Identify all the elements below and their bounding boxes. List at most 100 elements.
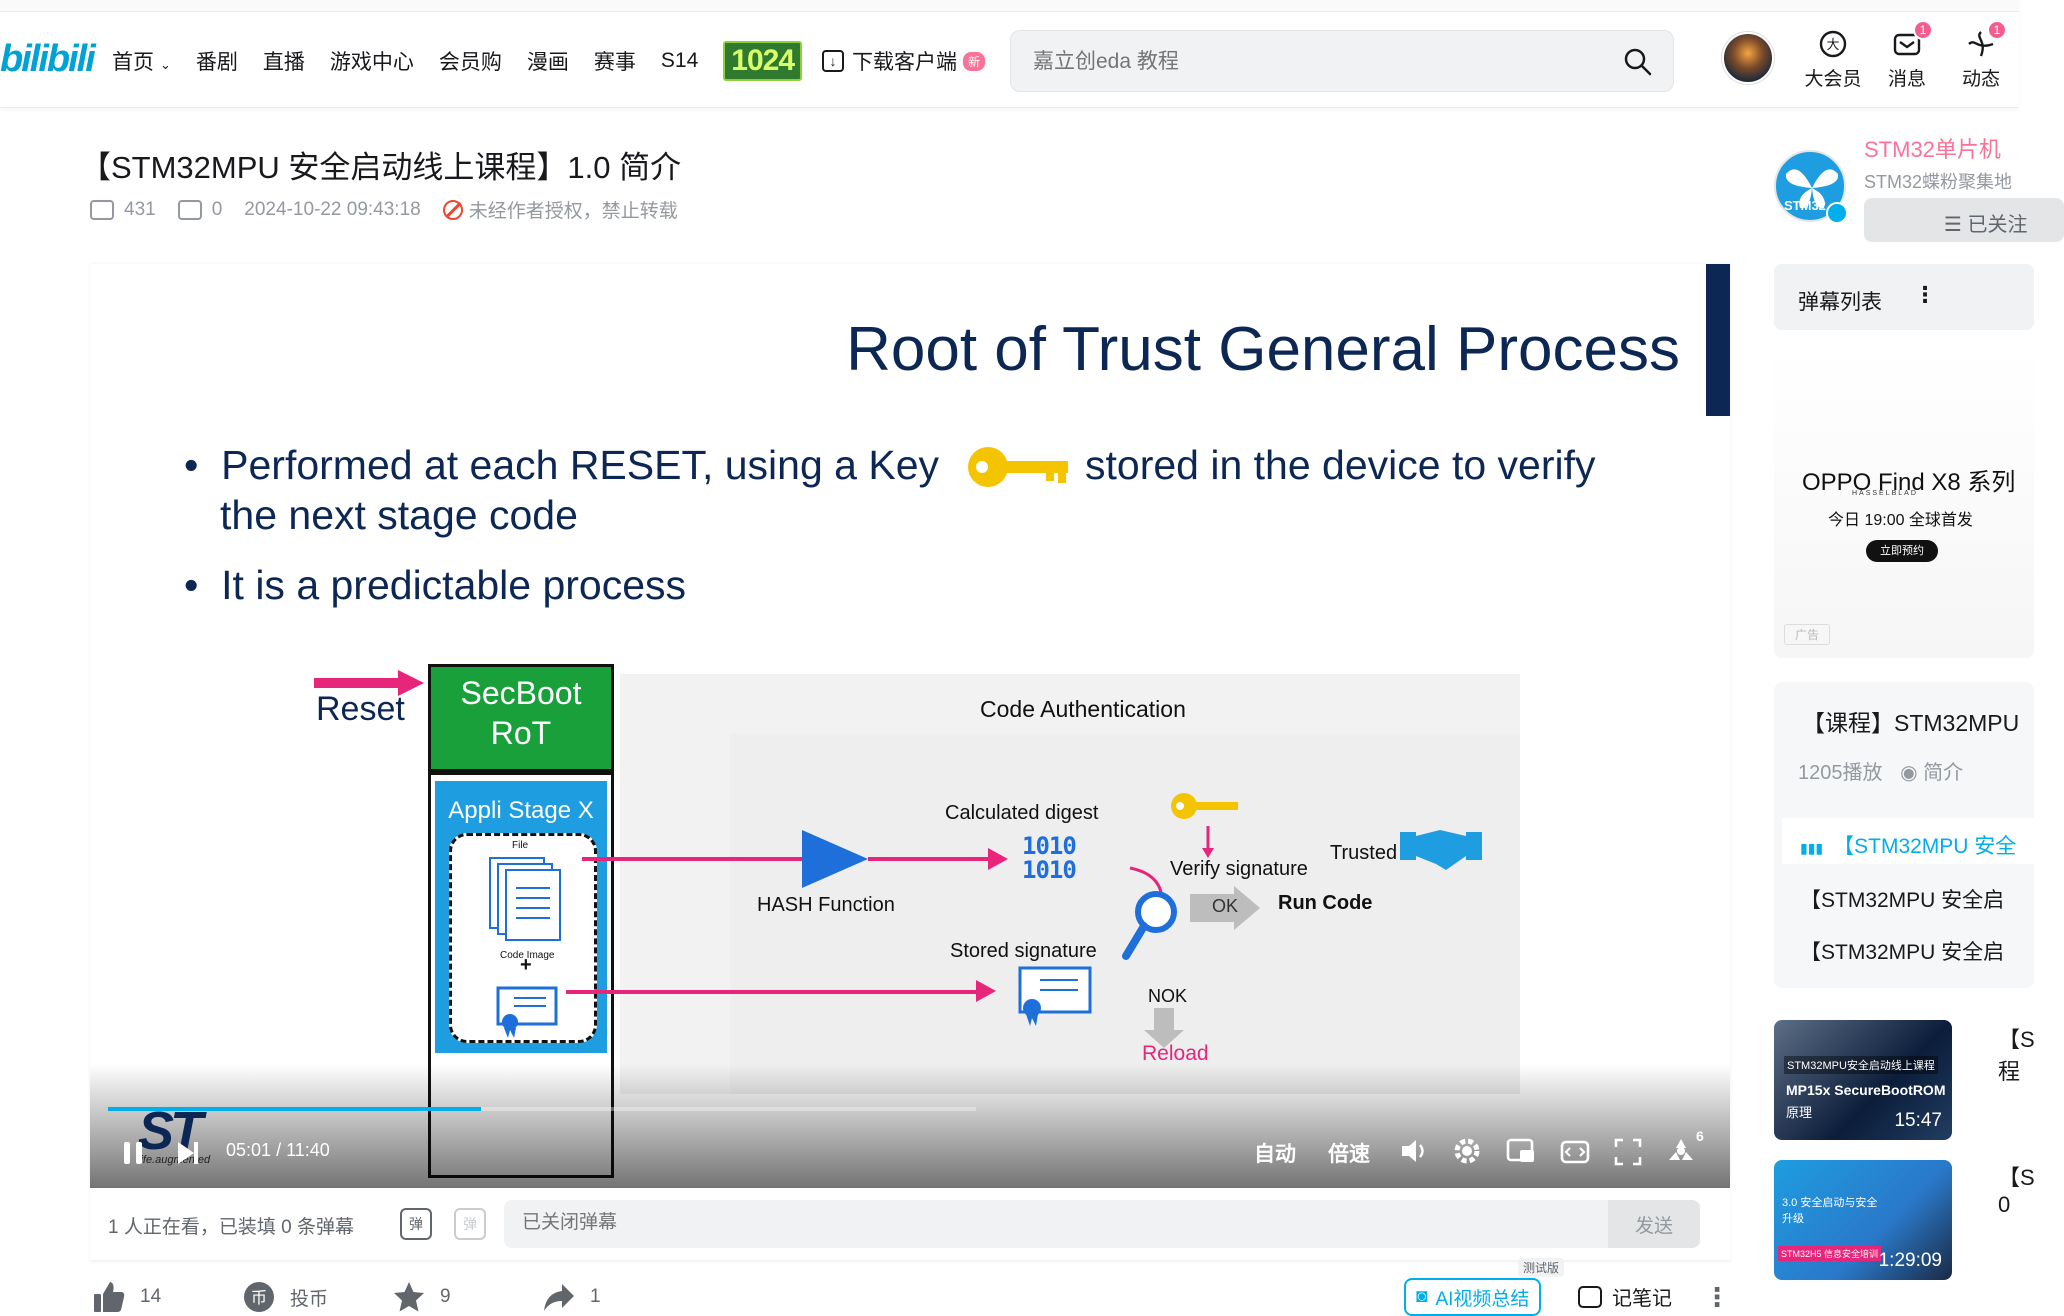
danmaku-list-more-icon[interactable]: ⋮ xyxy=(1914,282,1936,307)
uploader-description: STM32蝶粉聚集地 xyxy=(1864,172,2013,192)
coin-button[interactable]: 币 投币 xyxy=(242,1280,328,1314)
like-button[interactable]: 14 xyxy=(92,1280,161,1314)
top-border xyxy=(0,0,2019,12)
rec2-title[interactable]: 【S 0 xyxy=(1998,1160,2035,1218)
more-options-icon[interactable]: ⋮ xyxy=(1704,1282,1730,1312)
flow-line-bottom xyxy=(566,990,984,994)
nok-label: NOK xyxy=(1148,986,1188,1006)
playlist-plays: 1205播放 xyxy=(1798,762,1883,784)
playlist-item[interactable]: 【STM32MPU 安全启 xyxy=(1800,889,2005,912)
share-button[interactable]: 1 xyxy=(542,1280,601,1314)
time-display: 05:01 / 11:40 xyxy=(226,1140,330,1161)
controls-gradient xyxy=(90,1064,1730,1188)
like-count: 14 xyxy=(140,1286,162,1307)
thumbs-up-icon xyxy=(94,1282,125,1312)
arrow-head-icon xyxy=(988,848,1008,870)
nav-item-s14[interactable]: S14 xyxy=(660,49,699,72)
vip-button[interactable]: 大 大会员 xyxy=(1798,28,1868,91)
play-count-icon xyxy=(90,199,114,220)
progress-fill[interactable] xyxy=(108,1107,482,1111)
new-badge: 新 xyxy=(963,51,986,71)
code-image-label: Code Image xyxy=(500,950,555,961)
dynamic-button[interactable]: 1 动态 xyxy=(1946,20,2016,91)
followed-button[interactable]: ☰ 已关注 xyxy=(1864,198,2064,242)
certificate-icon xyxy=(496,986,558,1038)
coin-icon: 币 xyxy=(244,1282,274,1312)
stored-certificate-icon xyxy=(1018,966,1092,1026)
danmaku-settings-icon[interactable]: 弹 xyxy=(454,1208,486,1240)
danmaku-list-header[interactable]: 弹幕列表 ⋮ xyxy=(1774,264,2034,330)
ad-reserve-button[interactable]: 立即预约 xyxy=(1866,540,1938,562)
ai-summary-button[interactable]: ◙ AI视频总结 xyxy=(1404,1278,1542,1316)
advertisement[interactable]: OPPO Find X8 系列 HASSELBLAD 今日 19:00 全球首发… xyxy=(1774,346,2034,658)
bullet-2-text: It is a predictable process xyxy=(221,562,687,608)
appli-stage-area: Appli Stage X File Code Image + xyxy=(435,781,607,1053)
uploader-name[interactable]: STM32单片机 xyxy=(1864,137,2001,162)
pause-icon[interactable] xyxy=(122,1140,144,1166)
stored-signature-label: Stored signature xyxy=(950,940,1097,962)
favorite-button[interactable]: 9 xyxy=(392,1280,451,1314)
playlist-intro[interactable]: 简介 xyxy=(1923,762,1964,784)
danmaku-bar: 1 人正在看，已装填 0 条弹幕 弹 弹 发送 xyxy=(90,1188,1730,1260)
ad-brand: HASSELBLAD xyxy=(1852,490,1918,497)
nav-item-shop[interactable]: 会员购 xyxy=(438,51,502,74)
playlist-title[interactable]: 【课程】STM32MPU xyxy=(1802,710,2020,736)
uploader-avatar[interactable]: STM32 xyxy=(1774,150,1848,224)
take-note-button[interactable]: 记笔记 xyxy=(1578,1282,1672,1311)
bilibili-logo[interactable]: bilibili xyxy=(0,38,96,80)
video-player[interactable]: Root of Trust General Process • Performe… xyxy=(90,264,1730,1188)
nav-home-label: 首页 xyxy=(112,51,154,74)
playlist-item-current[interactable]: ▮▮▮【STM32MPU 安全 xyxy=(1782,818,2042,864)
pip-icon[interactable] xyxy=(1506,1138,1536,1164)
event-1024-badge[interactable]: 1024 xyxy=(723,41,803,81)
message-button[interactable]: 1 消息 xyxy=(1872,20,1942,91)
viewer-info: 1 人正在看，已装填 0 条弹幕 xyxy=(108,1217,354,1238)
hash-function-label: HASH Function xyxy=(757,894,895,916)
search-icon[interactable] xyxy=(1621,45,1655,79)
speed-button[interactable]: 倍速 xyxy=(1328,1143,1370,1166)
danmaku-toggle-icon[interactable]: 弹 xyxy=(400,1208,432,1240)
flow-line-top-2 xyxy=(868,857,998,861)
rec1-title[interactable]: 【S 程 xyxy=(1998,1022,2035,1086)
rec1-duration: 15:47 xyxy=(1894,1110,1942,1131)
handshake-icon xyxy=(1400,830,1482,870)
magnifier-icon xyxy=(1122,866,1177,960)
uploader-avatar-text: STM32 xyxy=(1784,198,1826,213)
search-bar xyxy=(1010,30,1674,92)
playlist-item[interactable]: 【STM32MPU 安全启 xyxy=(1800,941,2005,964)
progress-track[interactable] xyxy=(108,1107,976,1111)
nav-item-esports[interactable]: 赛事 xyxy=(593,51,636,74)
danmaku-input[interactable] xyxy=(522,1212,1422,1234)
nav-item-games[interactable]: 游戏中心 xyxy=(329,51,414,74)
reset-label: Reset xyxy=(316,690,405,728)
quality-auto-button[interactable]: 自动 xyxy=(1254,1143,1296,1166)
nav-item-home[interactable]: 首页⌄ xyxy=(112,46,171,76)
settings-gear-icon[interactable] xyxy=(1452,1136,1482,1166)
download-label: 下载客户端 xyxy=(852,51,958,74)
nav-item-anime[interactable]: 番剧 xyxy=(195,51,238,74)
vip-icon: 大 xyxy=(1817,28,1849,60)
next-icon[interactable] xyxy=(176,1140,200,1166)
danmaku-count-icon xyxy=(177,199,202,220)
widescreen-icon[interactable] xyxy=(1560,1140,1590,1164)
volume-icon[interactable] xyxy=(1400,1138,1428,1164)
nav-item-manga[interactable]: 漫画 xyxy=(526,51,569,74)
rec2-caption-2: 升级 xyxy=(1782,1213,1804,1225)
corner-number: 6 xyxy=(1696,1128,1704,1144)
search-input[interactable] xyxy=(1033,47,1593,77)
fullscreen-icon[interactable] xyxy=(1614,1138,1642,1166)
send-danmaku-button[interactable]: 发送 xyxy=(1608,1200,1700,1248)
ok-label: OK xyxy=(1212,896,1239,916)
dynamic-count-badge: 1 xyxy=(1987,20,2007,40)
download-client-link[interactable]: ↓ 下载客户端 新 xyxy=(822,46,986,76)
reset-arrow-icon xyxy=(314,670,424,696)
time-current: 05:01 xyxy=(226,1140,272,1160)
top-header: bilibili 首页⌄ 番剧 直播 游戏中心 会员购 漫画 赛事 S14 10… xyxy=(0,0,2019,108)
nav-item-live[interactable]: 直播 xyxy=(262,51,305,74)
recommend-video-1[interactable]: STM32MPU安全启动线上课程 MP15x SecureBootROM 原理 … xyxy=(1774,1020,1952,1140)
rec2-duration: 1:29:09 xyxy=(1878,1250,1942,1271)
user-avatar[interactable] xyxy=(1722,32,1774,84)
recommend-video-2[interactable]: 3.0 安全启动与安全 升级 STM32H5 信息安全培训 1:29:09 xyxy=(1774,1160,1952,1280)
web-fullscreen-icon[interactable] xyxy=(1666,1136,1696,1166)
bullet-1-text-b: stored in the device to verify xyxy=(1085,442,1596,488)
